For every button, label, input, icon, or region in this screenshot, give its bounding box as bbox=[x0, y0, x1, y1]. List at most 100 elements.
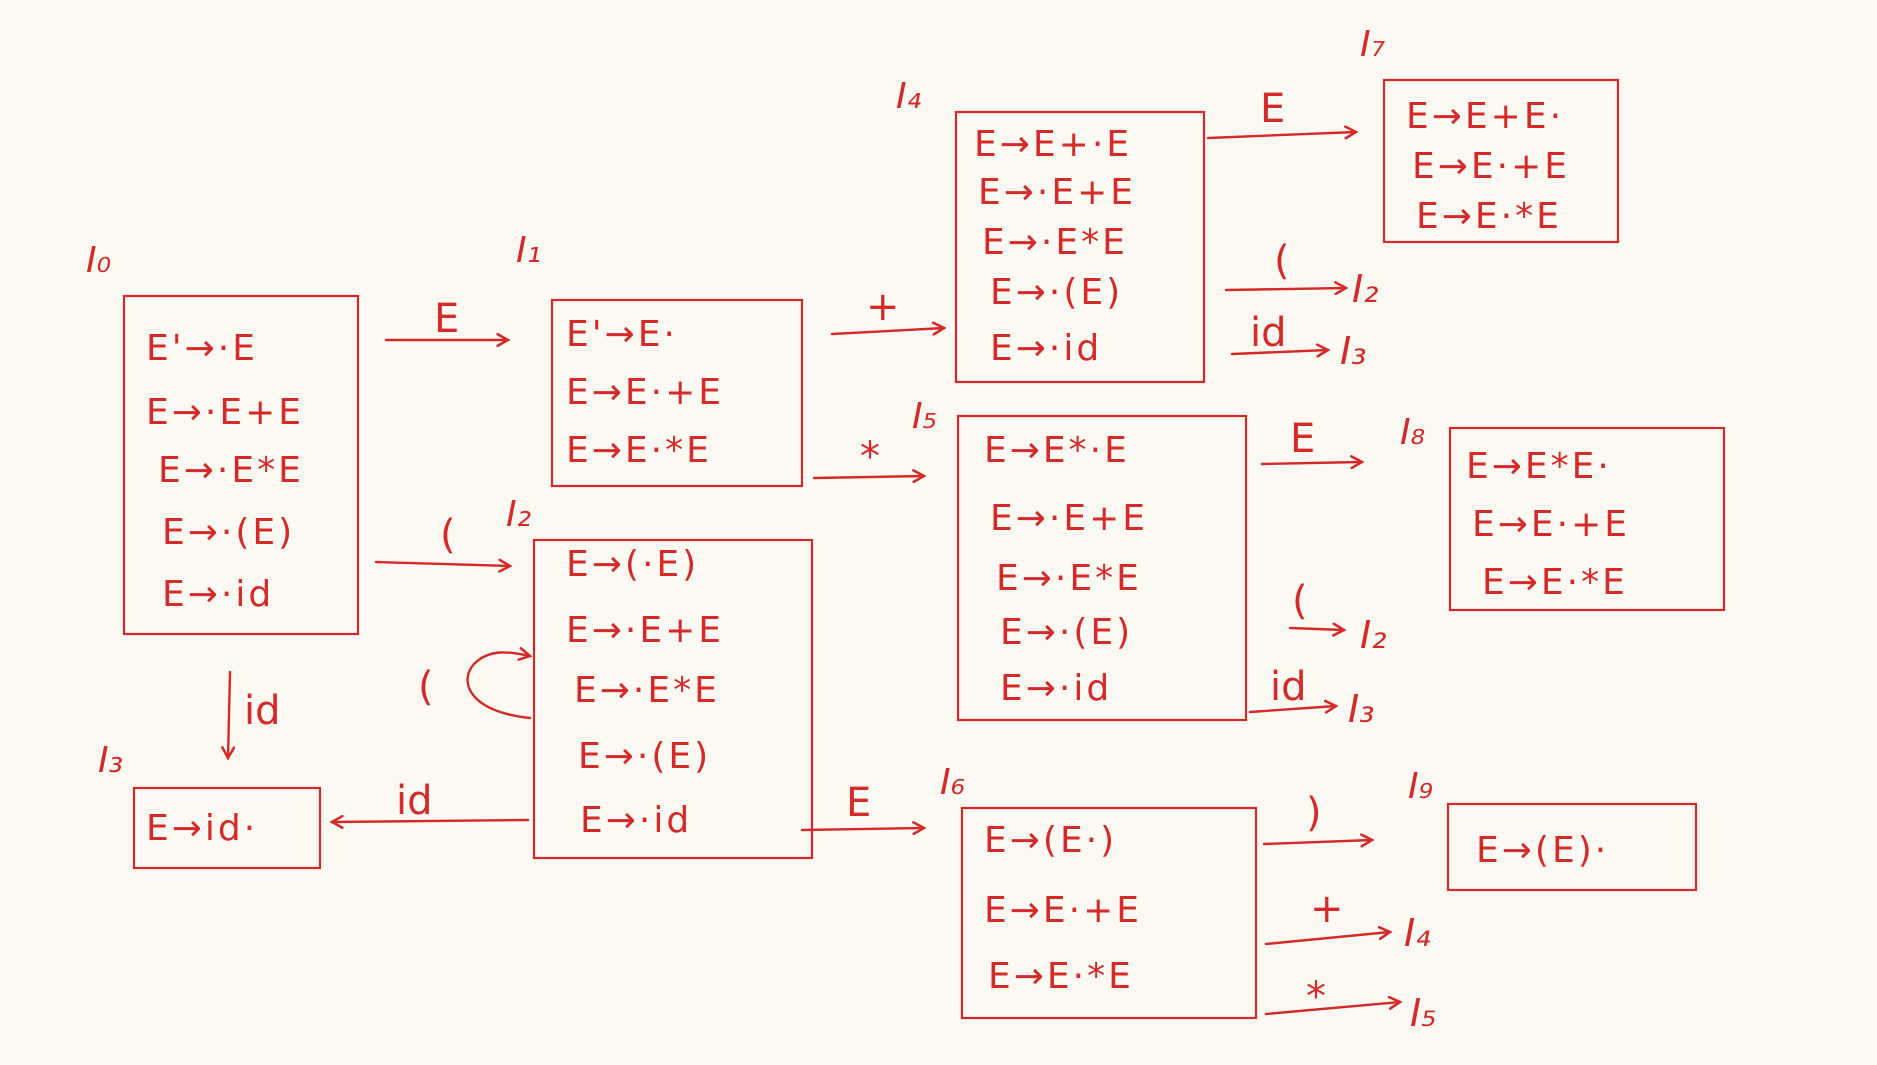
item: E→E*·E bbox=[984, 430, 1130, 471]
transition-i2-i3: id bbox=[332, 778, 530, 824]
item: E→·(E) bbox=[990, 272, 1123, 313]
transition-arrow bbox=[228, 670, 230, 758]
transition-arrow bbox=[374, 562, 510, 566]
item: E→E·*E bbox=[1482, 562, 1628, 603]
transition-i6-i9: ) bbox=[1262, 790, 1372, 844]
state-i9: I₉ E→(E)· bbox=[1408, 766, 1698, 892]
state-box bbox=[956, 414, 1248, 722]
transition-label: id bbox=[244, 688, 281, 734]
state-i8: I₈ E→E*E· E→E·+E E→E·*E bbox=[1400, 412, 1726, 612]
item: E→E·*E bbox=[566, 430, 712, 471]
item: E→·E*E bbox=[996, 558, 1142, 599]
transition-target-label: I₂ bbox=[1352, 267, 1378, 311]
state-label: I₃ bbox=[98, 740, 123, 781]
transition-i2-self-loop: ( bbox=[418, 652, 530, 720]
item: E→E·+E bbox=[1412, 146, 1570, 187]
transition-arrow bbox=[1206, 132, 1356, 138]
state-label: I₉ bbox=[1408, 766, 1433, 807]
transition-arrow bbox=[1224, 288, 1346, 290]
transition-arrow bbox=[332, 820, 530, 822]
transition-label: * bbox=[1306, 974, 1326, 1020]
transition-label: E bbox=[1260, 86, 1285, 132]
transition-label: id bbox=[1270, 664, 1307, 710]
item: E→E·+E bbox=[566, 372, 724, 413]
transition-arrow bbox=[1248, 706, 1336, 712]
transition-arrow bbox=[1230, 350, 1328, 354]
state-label: I₂ bbox=[506, 494, 531, 535]
state-i4: I₄ E→E+·E E→·E+E E→·E*E E→·(E) E→·id bbox=[896, 76, 1206, 384]
transition-i1-i5: * bbox=[812, 434, 924, 480]
item: E→(E)· bbox=[1476, 830, 1609, 871]
transition-label: ( bbox=[1292, 578, 1308, 624]
item: E→·E+E bbox=[566, 610, 724, 651]
transition-i2-i6: E bbox=[800, 780, 924, 830]
state-box bbox=[1382, 78, 1620, 244]
item: E→E*E· bbox=[1466, 446, 1612, 487]
transition-target-label: I₅ bbox=[1410, 991, 1436, 1035]
item: E→·(E) bbox=[162, 512, 295, 553]
transition-arrow bbox=[1262, 840, 1372, 844]
state-box bbox=[954, 110, 1206, 384]
state-label: I₁ bbox=[516, 230, 541, 271]
item: E→·(E) bbox=[578, 736, 711, 777]
transition-arrow bbox=[1264, 1002, 1400, 1016]
transition-label: ) bbox=[1306, 790, 1322, 836]
item: E→E·*E bbox=[1416, 196, 1562, 237]
state-label: I₀ bbox=[86, 240, 111, 281]
state-label: I₆ bbox=[940, 762, 965, 803]
transition-label: + bbox=[1310, 886, 1344, 932]
item: E→·(E) bbox=[1000, 612, 1133, 653]
transition-arrow bbox=[812, 476, 924, 478]
transition-label: * bbox=[860, 434, 880, 480]
item: E→(E·) bbox=[984, 820, 1117, 861]
item: E→·E+E bbox=[146, 392, 304, 433]
transition-label: E bbox=[846, 780, 871, 826]
item: E→·E+E bbox=[990, 498, 1148, 539]
item: E→id· bbox=[146, 808, 258, 849]
transition-arrow bbox=[466, 652, 530, 720]
state-box bbox=[122, 294, 360, 636]
transition-target-label: I₃ bbox=[1340, 329, 1366, 373]
state-i3: I₃ E→id· bbox=[98, 740, 322, 870]
state-i1: I₁ E'→E· E→E·+E E→E·*E bbox=[516, 230, 804, 488]
transition-i5-i3: id I₃ bbox=[1248, 664, 1374, 731]
transition-i5-i2: ( I₂ bbox=[1288, 578, 1386, 657]
transition-label: ( bbox=[1274, 238, 1290, 284]
transition-i0-i3: id bbox=[228, 670, 281, 758]
item: E'→E· bbox=[566, 314, 678, 355]
item: E→·E*E bbox=[574, 670, 720, 711]
transition-label: id bbox=[396, 778, 433, 824]
item: E'→·E bbox=[146, 328, 258, 369]
state-i0: I₀ E'→·E E→·E+E E→·E*E E→·(E) E→·id bbox=[86, 240, 360, 636]
transition-i0-i2: ( bbox=[374, 512, 510, 566]
item: E→·E*E bbox=[982, 222, 1128, 263]
transition-label: + bbox=[866, 284, 900, 330]
state-box bbox=[1448, 426, 1726, 612]
item: E→E·+E bbox=[1472, 504, 1630, 545]
state-i5: I₅ E→E*·E E→·E+E E→·E*E E→·(E) E→·id bbox=[912, 396, 1248, 722]
item: E→·id bbox=[162, 574, 274, 615]
state-i2: I₂ E→(·E) E→·E+E E→·E*E E→·(E) E→·id bbox=[506, 494, 814, 860]
transition-i6-i4: + I₄ bbox=[1264, 886, 1430, 955]
transition-arrow bbox=[800, 828, 924, 830]
item: E→·E+E bbox=[978, 172, 1136, 213]
state-box bbox=[550, 298, 804, 488]
state-box bbox=[960, 806, 1258, 1020]
transition-i6-i5: * I₅ bbox=[1264, 974, 1436, 1035]
transition-arrow bbox=[1264, 932, 1390, 946]
item: E→·id bbox=[990, 328, 1102, 369]
transition-arrow bbox=[830, 328, 944, 334]
state-label: I₅ bbox=[912, 396, 937, 437]
transition-target-label: I₄ bbox=[1404, 911, 1430, 955]
item: E→·E*E bbox=[158, 450, 304, 491]
state-label: I₄ bbox=[896, 76, 922, 117]
transition-i4-i7: E bbox=[1206, 86, 1356, 138]
item: E→E+·E bbox=[974, 124, 1132, 165]
item: E→E·+E bbox=[984, 890, 1142, 931]
state-box bbox=[1446, 802, 1698, 892]
transition-label: id bbox=[1250, 310, 1287, 356]
transition-arrow bbox=[1288, 628, 1344, 630]
item: E→·id bbox=[580, 800, 692, 841]
